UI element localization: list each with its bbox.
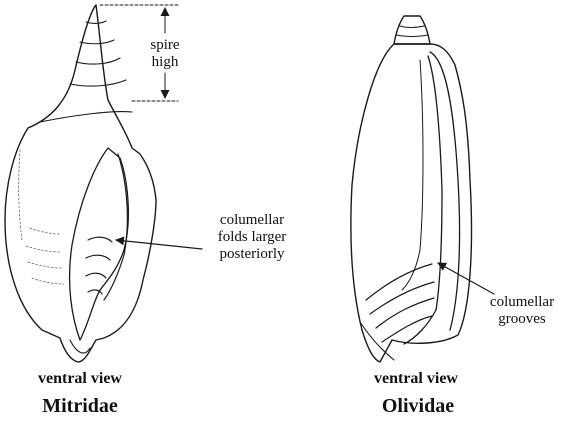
olividae-shell — [351, 16, 472, 362]
mitridae-suture-4 — [70, 80, 126, 86]
mitridae-suture-3 — [76, 58, 120, 64]
mitridae-aperture — [70, 148, 129, 340]
folds-pointer-arrow — [116, 240, 202, 249]
columellar-folds-line3: posteriorly — [200, 246, 304, 263]
olividae-spire — [394, 16, 430, 44]
mitridae-view-caption: ventral view — [10, 370, 150, 388]
olividae-aperture — [404, 56, 442, 344]
spire-label: spire high — [138, 37, 192, 71]
columellar-folds-line2: folds larger — [200, 229, 304, 246]
olividae-callus — [402, 60, 423, 290]
olividae-outer-lip — [430, 52, 460, 330]
spire-label-line2: high — [138, 54, 192, 71]
mitridae-family-name: Mitridae — [20, 395, 140, 418]
mitridae-shell-outline — [5, 5, 156, 362]
columellar-grooves-line1: columellar — [480, 294, 564, 311]
mitridae-columellar-folds — [86, 237, 112, 294]
mitridae-shell — [5, 5, 156, 362]
columellar-folds-line1: columellar — [200, 212, 304, 229]
columellar-folds-label: columellar folds larger posteriorly — [200, 212, 304, 263]
olividae-spire-suture-2 — [396, 35, 428, 37]
olividae-view-caption: ventral view — [346, 370, 486, 388]
olividae-spire-suture-1 — [400, 26, 424, 28]
columellar-grooves-label: columellar grooves — [480, 294, 564, 328]
columellar-grooves-line2: grooves — [480, 311, 564, 328]
olividae-columellar-grooves — [366, 264, 434, 342]
mitridae-inner-lip — [104, 154, 127, 300]
mitridae-suture-2 — [80, 40, 114, 44]
mitridae-spiral-lines — [19, 150, 64, 284]
spire-label-line1: spire — [138, 37, 192, 54]
mitridae-siphonal-canal — [70, 340, 90, 353]
olividae-family-name: Olividae — [358, 395, 478, 418]
grooves-pointer-arrow — [438, 263, 494, 294]
